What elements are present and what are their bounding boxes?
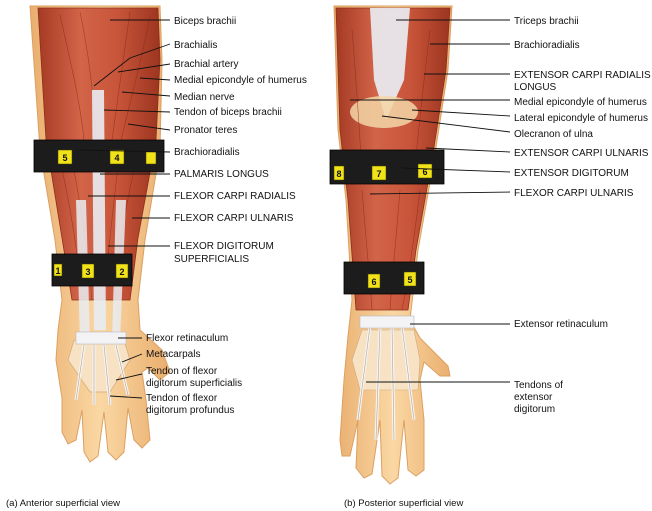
- label-lateral-epicondyle: Lateral epicondyle of humerus: [514, 113, 648, 124]
- label-extensor-digitorum: EXTENSOR DIGITORUM: [514, 168, 629, 179]
- label-extensor-carpi-ulnaris: EXTENSOR CARPI ULNARIS: [514, 148, 649, 159]
- band-number: 6: [371, 277, 376, 287]
- label-olecranon: Olecranon of ulna: [514, 129, 593, 140]
- label-tendons-of: Tendons of: [514, 380, 563, 391]
- label-ecrl-2: LONGUS: [514, 82, 557, 93]
- label-brachioradialis-post: Brachioradialis: [514, 40, 580, 51]
- label-digitorum: digitorum: [514, 404, 555, 415]
- label-medial-epicondyle: Medial epicondyle of humerus: [174, 75, 307, 86]
- band-number: 2: [119, 267, 124, 277]
- band-number: 4: [114, 153, 119, 163]
- label-flexor-carpi-radialis: FLEXOR CARPI RADIALIS: [174, 191, 296, 202]
- caption-anterior: (a) Anterior superficial view: [6, 498, 120, 509]
- label-median-nerve: Median nerve: [174, 92, 235, 103]
- label-extensor-retinaculum: Extensor retinaculum: [514, 319, 608, 330]
- label-tendon-biceps: Tendon of biceps brachii: [174, 107, 282, 118]
- label-biceps-brachii: Biceps brachii: [174, 16, 236, 27]
- label-metacarpals: Metacarpals: [146, 349, 200, 360]
- sensor-band-upper: 5 4: [34, 140, 164, 172]
- label-flexor-digitorum: FLEXOR DIGITORUM: [174, 241, 274, 252]
- caption-posterior: (b) Posterior superficial view: [344, 498, 463, 509]
- label-brachioradialis-ant: Brachioradialis: [174, 147, 240, 158]
- label-medial-epicondyle-post: Medial epicondyle of humerus: [514, 97, 647, 108]
- label-tendon-fds-2: digitorum superficialis: [146, 378, 242, 389]
- posterior-arm: 8 7 6 6 5: [330, 6, 452, 484]
- label-superficialis: SUPERFICIALIS: [174, 254, 249, 265]
- sensor-band-lower: 1 3 2: [52, 254, 132, 286]
- label-tendon-fdp-1: Tendon of flexor: [146, 393, 218, 404]
- label-extensor: extensor: [514, 392, 553, 403]
- label-brachial-artery: Brachial artery: [174, 59, 238, 70]
- band-number: 3: [85, 267, 90, 277]
- label-flexor-retinaculum: Flexor retinaculum: [146, 333, 228, 344]
- band-number: 8: [336, 169, 341, 179]
- label-tendon-fdp-2: digitorum profundus: [146, 405, 234, 416]
- band-number: 5: [62, 153, 67, 163]
- sensor-band-upper-posterior: 8 7 6: [330, 150, 444, 184]
- label-flexor-carpi-ulnaris: FLEXOR CARPI ULNARIS: [174, 213, 294, 224]
- band-number: 5: [407, 275, 412, 285]
- label-triceps-brachii: Triceps brachii: [514, 16, 579, 27]
- label-tendon-fds-1: Tendon of flexor: [146, 366, 218, 377]
- label-pronator-teres: Pronator teres: [174, 125, 237, 136]
- label-palmaris-longus: PALMARIS LONGUS: [174, 169, 269, 180]
- label-ecrl-1: EXTENSOR CARPI RADIALIS: [514, 70, 651, 81]
- sensor-band-lower-posterior: 6 5: [344, 262, 424, 294]
- label-brachialis: Brachialis: [174, 40, 217, 51]
- label-flexor-carpi-ulnaris-post: FLEXOR CARPI ULNARIS: [514, 188, 634, 199]
- band-badge: [146, 152, 156, 164]
- band-number: 1: [55, 266, 60, 276]
- band-number: 7: [376, 169, 381, 179]
